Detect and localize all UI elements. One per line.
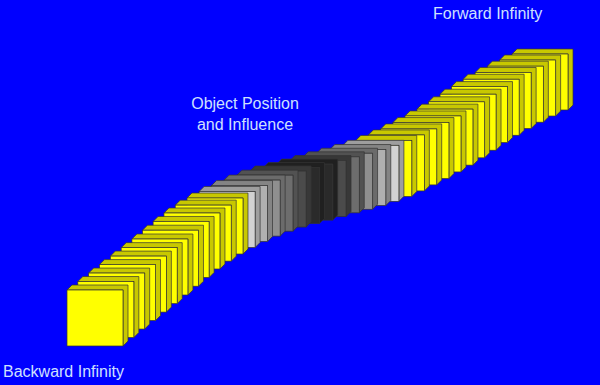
- end-label: Backward Infinity: [3, 361, 203, 382]
- slab-depth: [67, 285, 128, 346]
- slab-face: [67, 290, 123, 346]
- square-slab: [67, 285, 128, 346]
- center-label: Object Position and Influence: [180, 93, 310, 135]
- end-label: Forward Infinity: [433, 3, 598, 24]
- guide-path: [95, 82, 540, 318]
